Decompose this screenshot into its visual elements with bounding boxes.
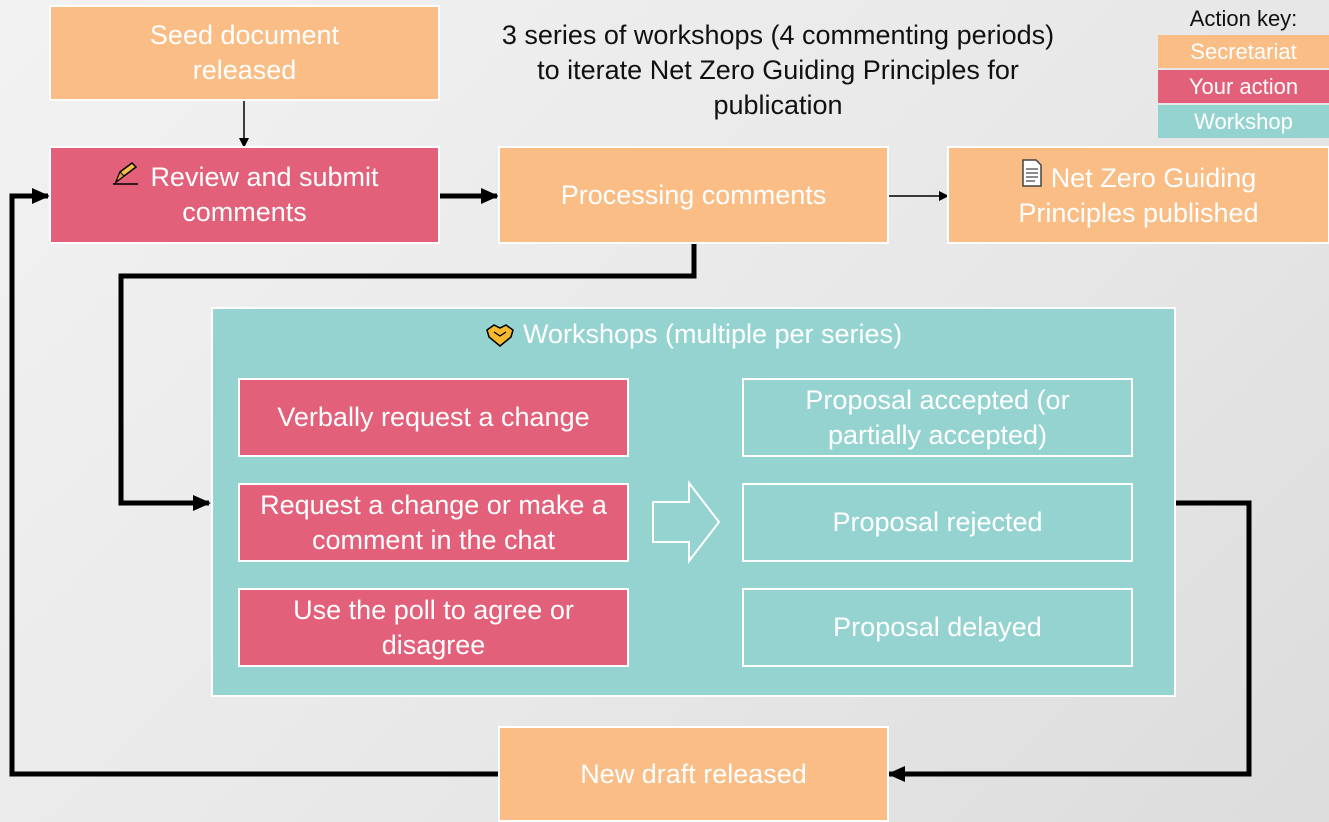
handshake-icon [485, 322, 515, 348]
key-workshop: Workshop [1158, 105, 1329, 138]
outcome-label: Proposal delayed [833, 612, 1042, 643]
action-key-heading: Action key: [1189, 6, 1298, 31]
outcome-delayed: Proposal delayed [742, 588, 1133, 667]
workshop-action-label: Use the poll to agree or disagree [293, 594, 574, 660]
diagram-title: 3 series of workshops (4 commenting peri… [501, 20, 1055, 121]
node-review-comments: Review and submit comments [49, 146, 440, 244]
node-review-label: Review and submit comments [150, 162, 379, 227]
outcome-rejected: Proposal rejected [742, 483, 1133, 562]
workshops-title: Workshops (multiple per series) [213, 319, 1174, 350]
workshop-action-label: Request a change or make a comment in th… [260, 489, 607, 555]
node-published-label: Net Zero Guiding Principles published [1018, 163, 1259, 228]
workshops-title-label: Workshops (multiple per series) [522, 319, 903, 349]
arrow-processing-to-workshops [118, 243, 697, 511]
workshop-action-chat: Request a change or make a comment in th… [238, 483, 629, 562]
node-new-draft-label: New draft released [580, 758, 807, 789]
writing-hand-icon [110, 160, 142, 186]
workshops-panel: Workshops (multiple per series) Verbally… [211, 307, 1176, 697]
node-processing-comments: Processing comments [498, 146, 889, 244]
workshop-action-poll: Use the poll to agree or disagree [238, 588, 629, 667]
arrow-new-draft-to-review [9, 188, 499, 777]
key-secretariat: Secretariat [1158, 35, 1329, 68]
outcome-label: Proposal accepted (or partially accepted… [805, 384, 1070, 450]
workshop-action-label: Verbally request a change [277, 402, 590, 433]
key-your-action: Your action [1158, 70, 1329, 103]
node-published: Net Zero Guiding Principles published [947, 146, 1329, 244]
node-new-draft: New draft released [498, 726, 889, 822]
workshop-action-verbal: Verbally request a change [238, 378, 629, 457]
document-icon [1021, 159, 1043, 188]
arrow-workshops-to-new-draft [887, 500, 1252, 782]
outcome-accepted: Proposal accepted (or partially accepted… [742, 378, 1133, 457]
node-seed-label: Seed document released [149, 20, 340, 85]
node-seed-document: Seed document released [49, 5, 440, 101]
node-processing-label: Processing comments [560, 179, 827, 210]
outcome-label: Proposal rejected [832, 507, 1043, 538]
block-arrow-right-icon [652, 480, 721, 564]
